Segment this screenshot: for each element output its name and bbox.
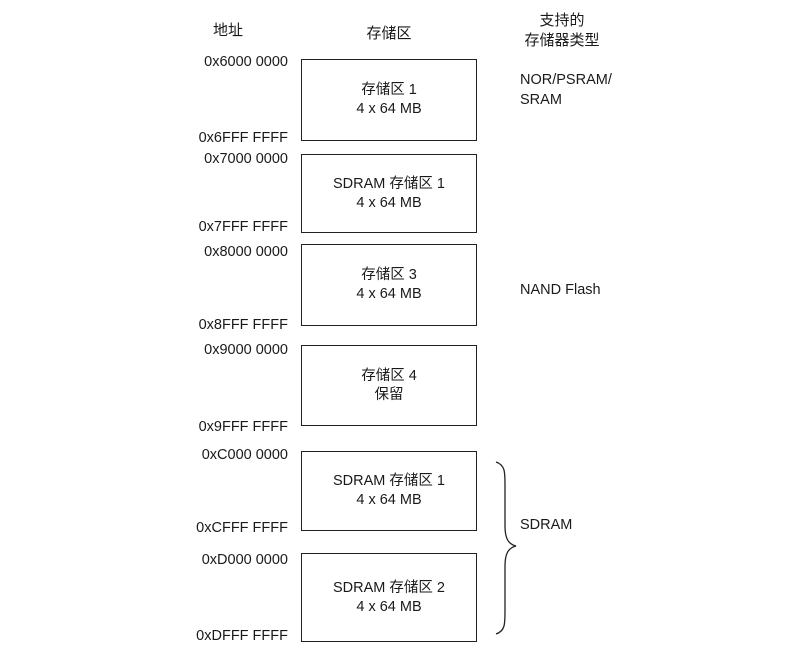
memory-type-nor-line1: NOR/PSRAM/ (520, 72, 612, 88)
bank-4-end-address: 0x9FFF FFFF (198, 419, 288, 435)
memory-type-column-header: 支持的 存储器类型 (510, 10, 614, 50)
memory-type-header-line2: 存储器类型 (524, 31, 600, 49)
bank-1-end-address: 0x6FFF FFFF (198, 130, 288, 146)
bank-1-start-address: 0x6000 0000 (204, 54, 288, 70)
bank-4-name: 存储区 4 (361, 367, 417, 384)
bank-3-block: 存储区 3 4 x 64 MB (301, 244, 477, 326)
memory-type-nand-flash: NAND Flash (520, 282, 601, 298)
sdram-brace-icon (495, 461, 517, 635)
bank-column-header: 存储区 (366, 24, 412, 42)
sdram-bank-2-start-address: 0xD000 0000 (201, 552, 288, 568)
sdram-bank-2-size: 4 x 64 MB (356, 598, 422, 615)
bank-1-size: 4 x 64 MB (356, 101, 422, 117)
bank-2-size: 4 x 64 MB (356, 194, 422, 211)
bank-2-start-address: 0x7000 0000 (204, 151, 288, 167)
memory-type-nor-psram-sram: NOR/PSRAM/ SRAM (520, 70, 612, 110)
bank-2-block: SDRAM 存储区 1 4 x 64 MB (301, 154, 477, 233)
bank-2-name: SDRAM 存储区 1 (333, 175, 445, 192)
memory-type-nor-line2: SRAM (520, 92, 562, 108)
bank-3-name: 存储区 3 (361, 267, 417, 283)
sdram-bank-1-name: SDRAM 存储区 1 (333, 473, 445, 489)
sdram-bank-2-name: SDRAM 存储区 2 (333, 579, 445, 596)
sdram-bank-1-start-address: 0xC000 0000 (201, 447, 288, 463)
bank-3-size: 4 x 64 MB (356, 286, 422, 302)
memory-type-sdram: SDRAM (520, 517, 573, 533)
bank-2-end-address: 0x7FFF FFFF (198, 219, 288, 235)
address-column-header: 地址 (212, 21, 243, 39)
bank-3-start-address: 0x8000 0000 (204, 244, 288, 260)
bank-1-name: 存储区 1 (361, 82, 417, 98)
sdram-bank-1-block: SDRAM 存储区 1 4 x 64 MB (301, 451, 477, 531)
bank-4-start-address: 0x9000 0000 (204, 342, 288, 358)
bank-1-block: 存储区 1 4 x 64 MB (301, 59, 477, 141)
bank-3-end-address: 0x8FFF FFFF (198, 317, 288, 333)
bank-4-block: 存储区 4 保留 (301, 345, 477, 426)
sdram-bank-1-size: 4 x 64 MB (356, 492, 422, 508)
sdram-bank-1-end-address: 0xCFFF FFFF (196, 520, 288, 536)
memory-type-header-line1: 支持的 (539, 11, 585, 29)
bank-4-reserved: 保留 (374, 386, 404, 403)
sdram-bank-2-block: SDRAM 存储区 2 4 x 64 MB (301, 553, 477, 642)
sdram-bank-2-end-address: 0xDFFF FFFF (196, 628, 288, 644)
